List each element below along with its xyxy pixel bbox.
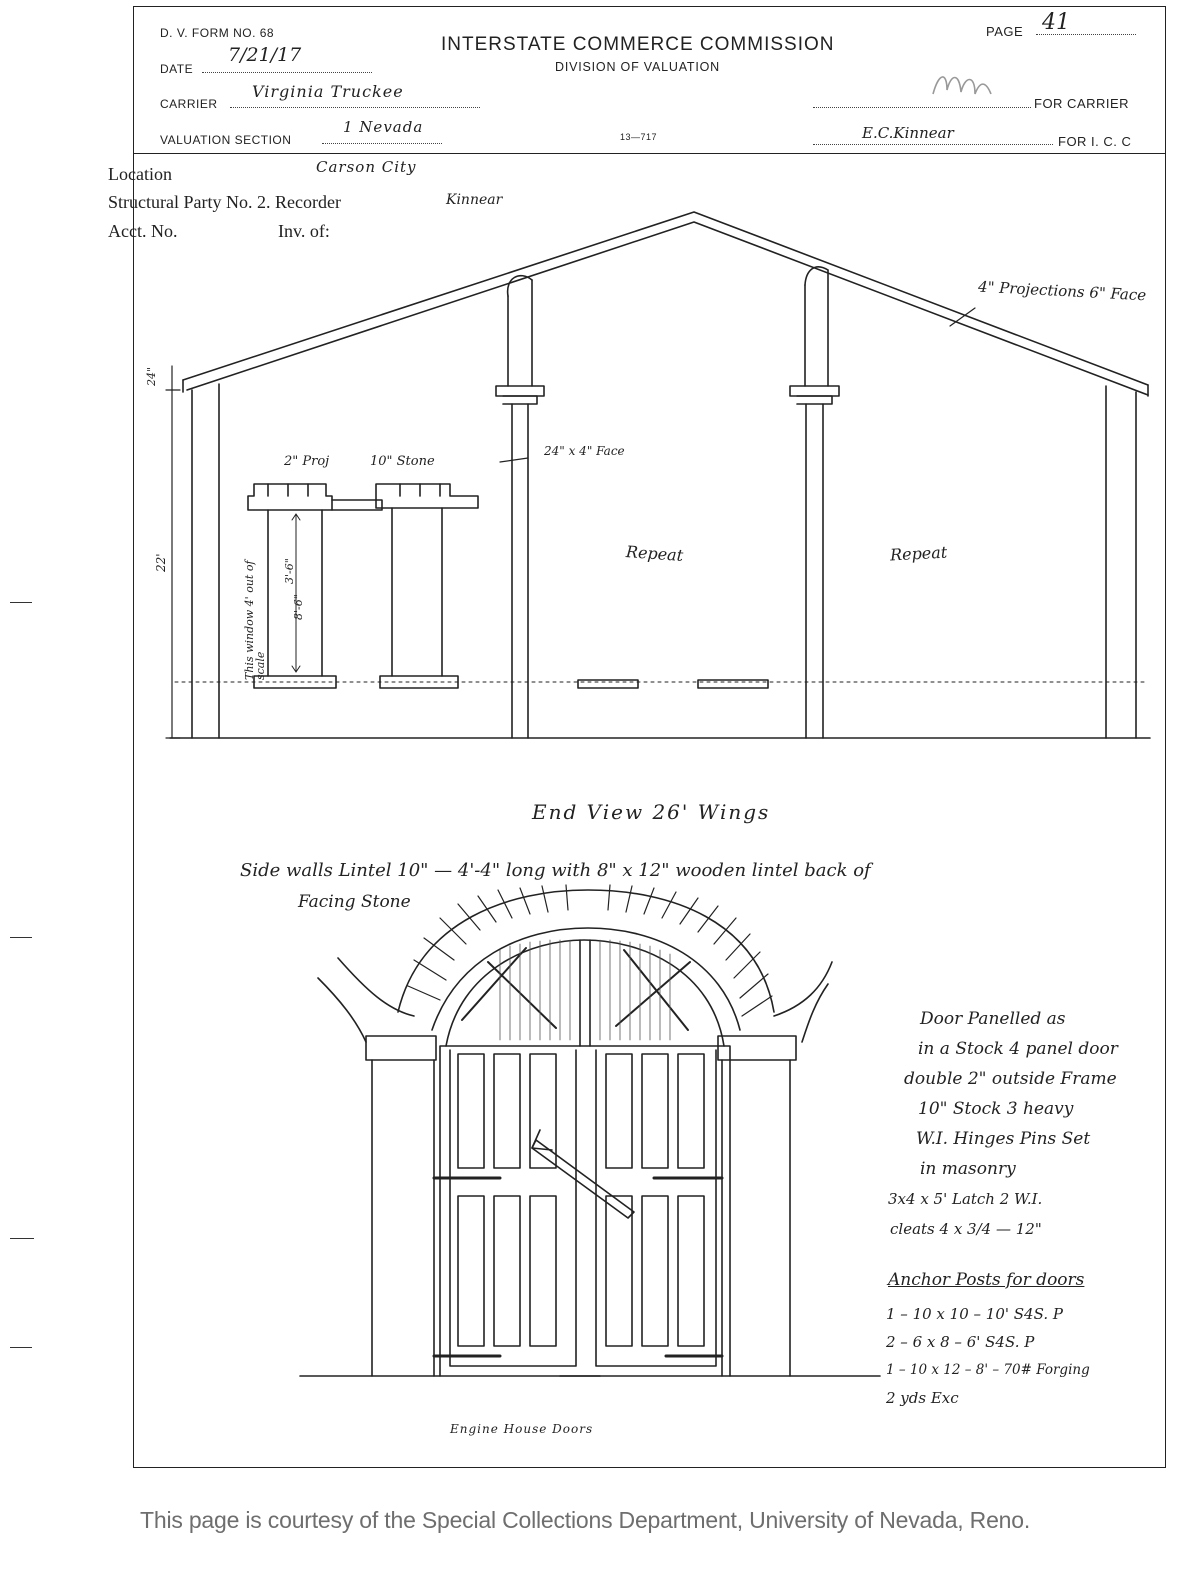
form-number: D. V. FORM NO. 68: [160, 26, 275, 40]
door-note-line: W.I. Hinges Pins Set: [916, 1129, 1091, 1149]
margin-mark: [10, 937, 32, 938]
party-label: Structural Party No. 2. Recorder: [108, 192, 341, 212]
for-icc-line: [813, 144, 1053, 145]
carrier-label: CARRIER: [160, 97, 218, 111]
repeat-label-2: Repeat: [889, 542, 948, 565]
inv-label: Inv. of:: [278, 221, 330, 241]
anchor-post-item: 1 – 10 x 10 – 10' S4S. P: [886, 1305, 1063, 1323]
page-line: [1036, 34, 1136, 35]
date-value: 7/21/17: [228, 44, 302, 66]
upper-caption: End View 26' Wings: [532, 800, 771, 824]
lintel-note-line-2: Facing Stone: [298, 892, 411, 912]
anchor-posts-list: 1 – 10 x 10 – 10' S4S. P 2 – 6 x 8 – 6' …: [886, 1300, 1090, 1412]
acct-label: Acct. No.: [108, 221, 178, 241]
form-frame: [133, 6, 1166, 1468]
form-title: INTERSTATE COMMERCE COMMISSION: [441, 34, 835, 55]
door-notes: Door Panelled as in a Stock 4 panel door…: [888, 1004, 1194, 1244]
door-note-line: in masonry: [920, 1159, 1016, 1179]
courtesy-footer: This page is courtesy of the Special Col…: [140, 1507, 1031, 1533]
carrier-signature-scribble: [932, 76, 992, 95]
carrier-line: [230, 107, 480, 108]
margin-mark: [10, 1347, 32, 1348]
anchor-post-item: 2 yds Exc: [886, 1389, 959, 1407]
header-divider: [133, 153, 1166, 154]
icc-signature: E.C.Kinnear: [862, 124, 954, 142]
date-label: DATE: [160, 62, 194, 76]
dim-24: 24": [145, 366, 158, 386]
lower-caption: Engine House Doors: [450, 1422, 594, 1436]
proj-note: 2" Proj: [284, 454, 330, 469]
for-carrier-label: FOR CARRIER: [1034, 96, 1130, 111]
lintel-note-line-1: Side walls Lintel 10" — 4'-4" long with …: [240, 860, 871, 881]
door-note-line: Door Panelled as: [920, 1009, 1066, 1029]
window-note: This window 4' out of scale: [243, 560, 267, 680]
door-note-line: 10" Stock 3 heavy: [918, 1099, 1074, 1119]
margin-mark: [10, 1238, 34, 1239]
door-note-line: in a Stock 4 panel door: [918, 1039, 1118, 1059]
valuation-line: [322, 143, 442, 144]
face-note: 24" x 4" Face: [544, 444, 625, 458]
for-carrier-line: [813, 107, 1031, 108]
page-value: 41: [1042, 10, 1070, 35]
repeat-label-1: Repeat: [625, 542, 684, 565]
page-label: PAGE: [986, 24, 1024, 39]
valuation-label: VALUATION SECTION: [160, 133, 292, 147]
anchor-post-item: 2 – 6 x 8 – 6' S4S. P: [886, 1333, 1035, 1351]
form-subtitle: DIVISION OF VALUATION: [555, 60, 720, 74]
anchor-post-item: 1 – 10 x 12 – 8' – 70# Forging: [886, 1362, 1090, 1378]
window-dim-w: 3'-6": [283, 558, 296, 584]
for-icc-label: FOR I. C. C: [1058, 134, 1132, 149]
door-note-line: 3x4 x 5' Latch 2 W.I.: [888, 1190, 1043, 1208]
door-note-line: cleats 4 x 3/4 — 12": [890, 1220, 1042, 1238]
carrier-value: Virginia Truckee: [252, 82, 404, 101]
door-note-line: double 2" outside Frame: [904, 1069, 1117, 1089]
margin-mark: [10, 602, 32, 603]
anchor-posts-title: Anchor Posts for doors: [888, 1270, 1085, 1290]
location-label: Location: [108, 164, 172, 184]
window-dim-h: 8'-6": [292, 594, 305, 620]
party-value: Kinnear: [446, 192, 503, 208]
valuation-value: 1 Nevada: [343, 118, 424, 136]
stone-note: 10" Stone: [370, 454, 435, 469]
form-code: 13—717: [620, 132, 658, 142]
date-line: [202, 72, 372, 73]
dim-22: 22': [154, 553, 168, 572]
location-value: Carson City: [316, 158, 417, 176]
